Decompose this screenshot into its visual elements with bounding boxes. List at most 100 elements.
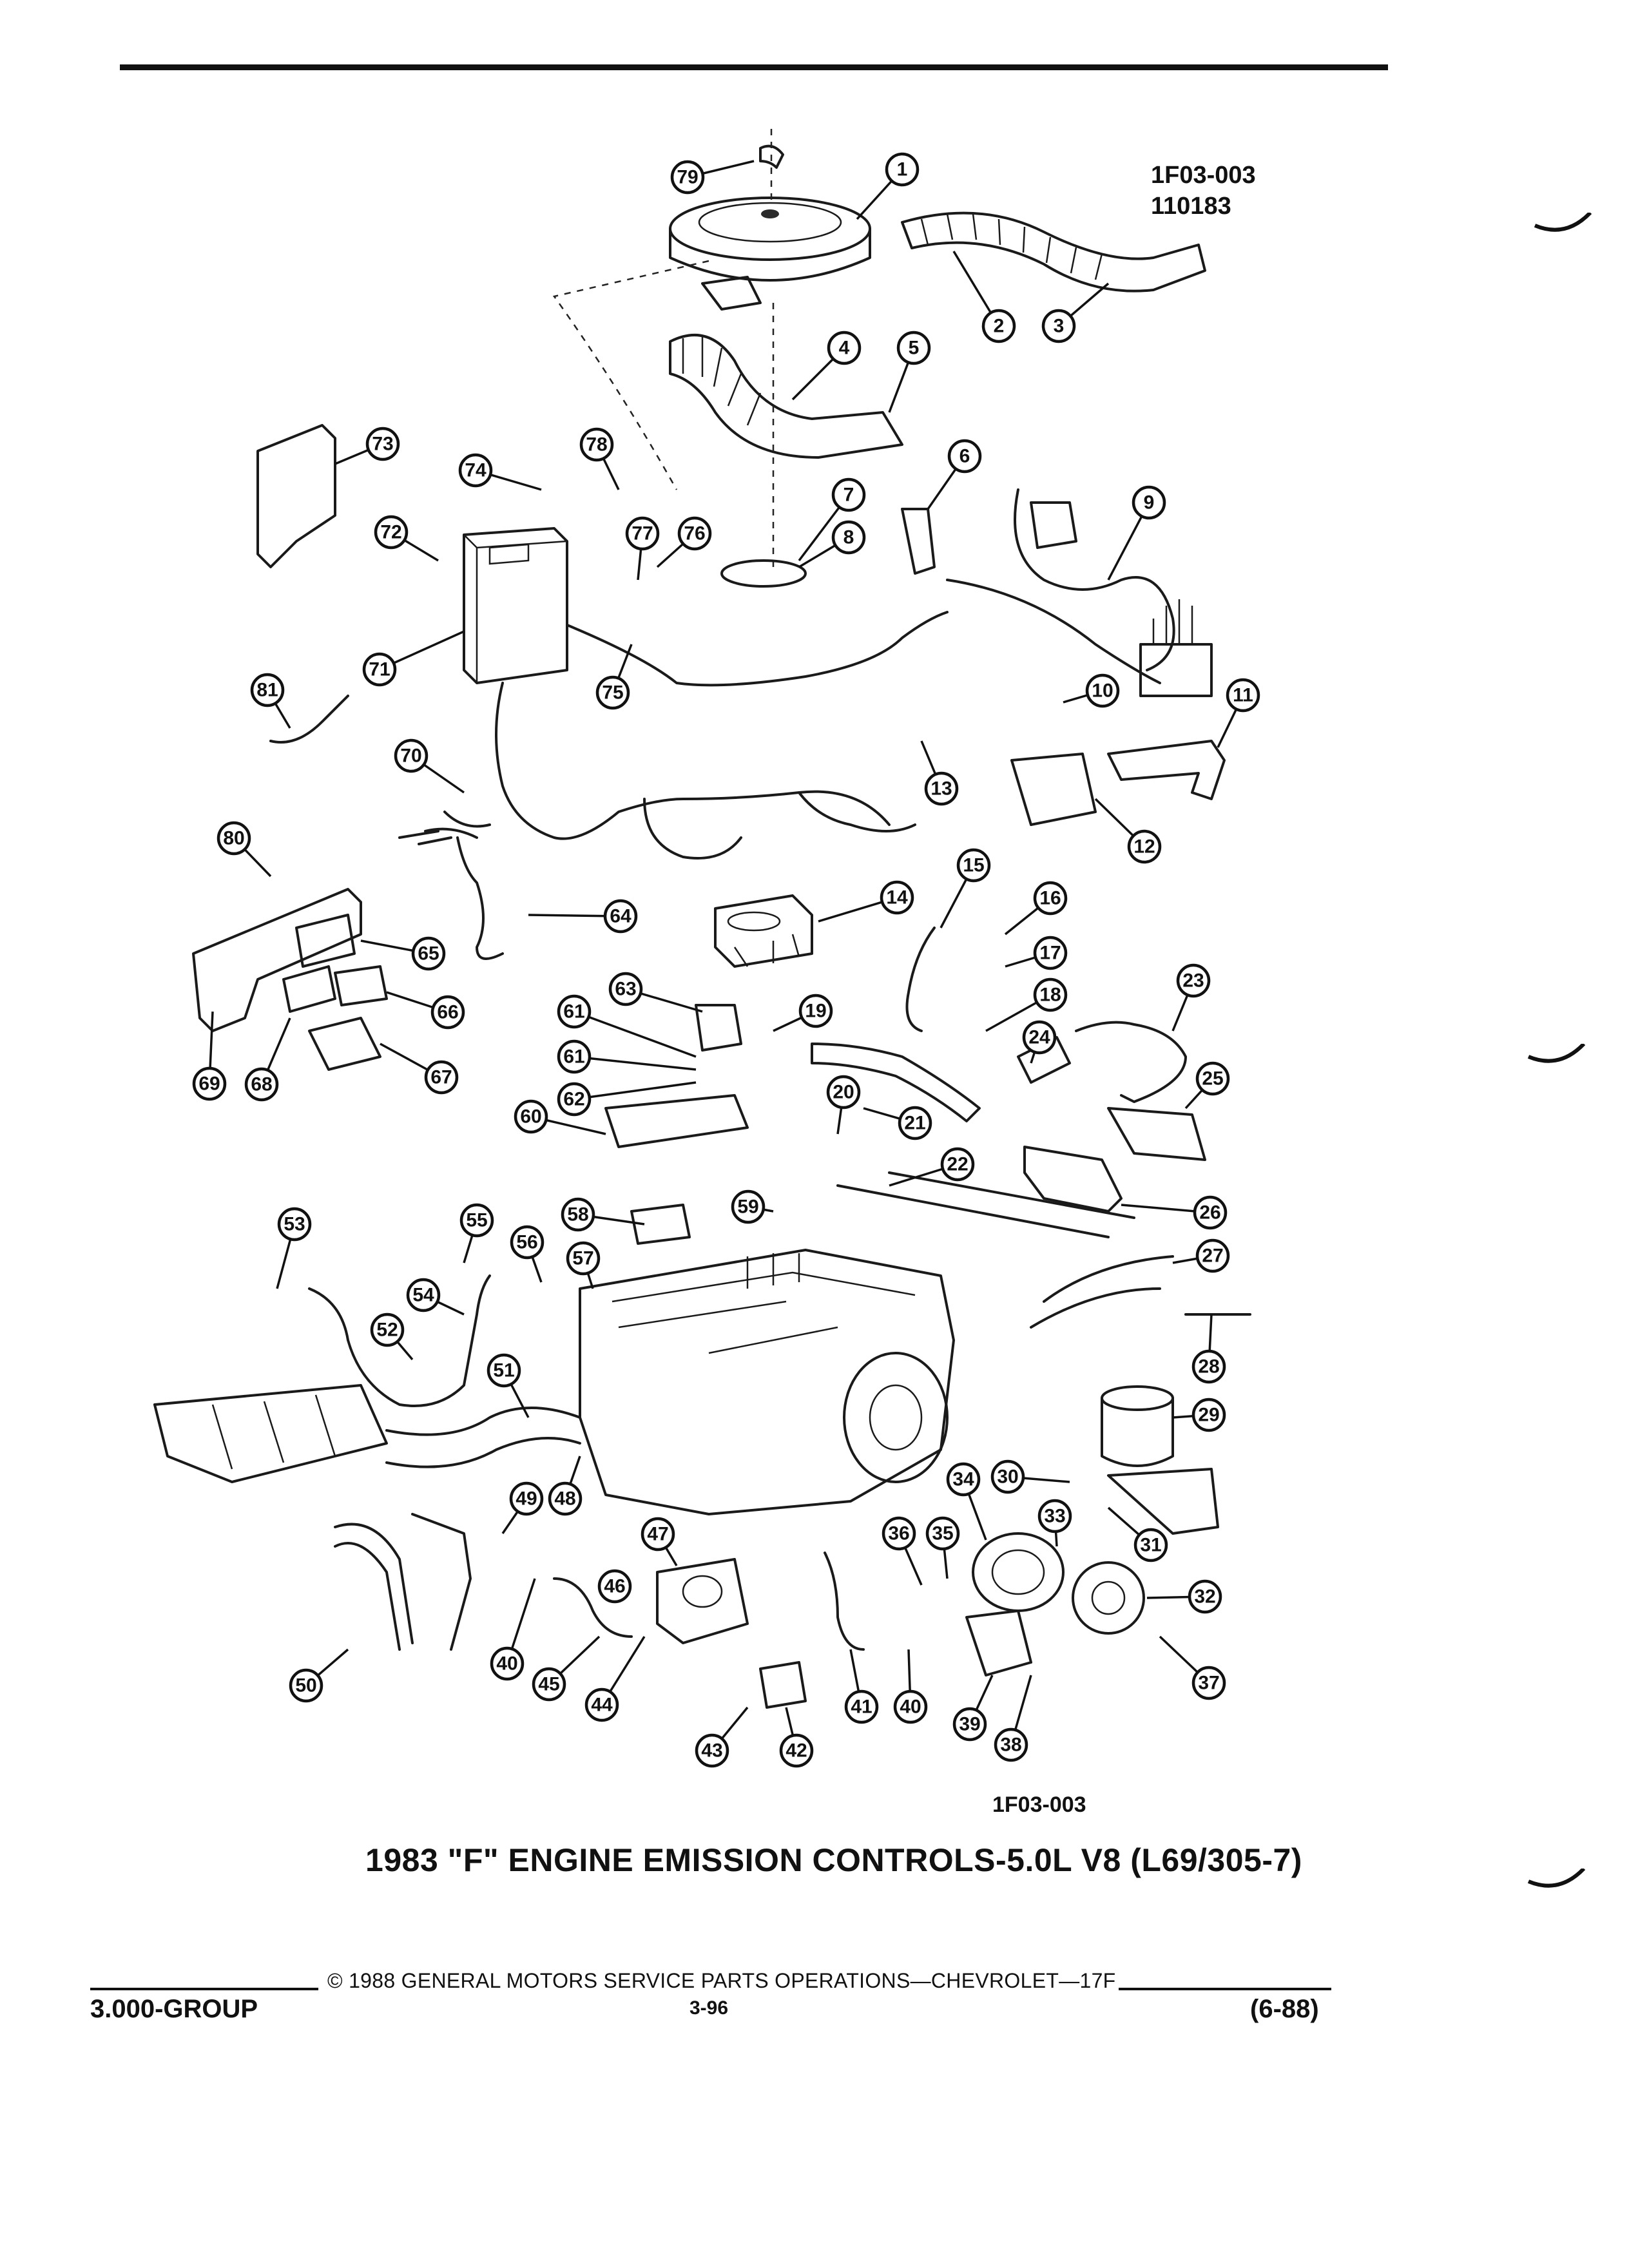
- callout-number: 29: [1198, 1405, 1219, 1426]
- callout-number: 12: [1133, 836, 1155, 858]
- callout-number: 15: [963, 855, 984, 876]
- callout-56: 56: [510, 1225, 545, 1283]
- callout-number: 78: [586, 434, 607, 456]
- callout-circle: [1033, 977, 1068, 1012]
- callout-number: 80: [223, 828, 244, 849]
- top-rule: [120, 64, 1388, 70]
- callout-8: 8: [798, 520, 866, 568]
- callout-number: 41: [851, 1696, 872, 1718]
- callout-62: 62: [557, 1081, 697, 1117]
- callout-25: 25: [1184, 1061, 1230, 1110]
- callout-17: 17: [1005, 936, 1068, 970]
- callout-number: 3: [1054, 316, 1065, 337]
- callout-circle: [925, 1516, 960, 1551]
- callout-circle: [898, 1106, 932, 1140]
- callout-circle: [548, 1481, 583, 1516]
- exploded-parts-diagram: 1234567891011121314151617181920212223242…: [153, 129, 1260, 1768]
- callout-circle: [677, 516, 712, 551]
- callout-number: 40: [900, 1696, 921, 1718]
- callout-number: 51: [493, 1360, 514, 1381]
- callout-circle: [1033, 881, 1068, 916]
- callout-71: 71: [362, 630, 465, 687]
- callout-number: 19: [805, 1001, 826, 1022]
- callout-number: 43: [701, 1740, 722, 1762]
- callout-number: 52: [376, 1320, 398, 1341]
- callout-circle: [885, 152, 920, 187]
- callout-circle: [1226, 678, 1260, 713]
- callout-40: 40: [490, 1578, 536, 1681]
- callout-leader: [574, 1081, 697, 1100]
- callout-45: 45: [532, 1635, 601, 1702]
- callout-number: 71: [369, 659, 390, 680]
- callout-circle: [514, 1099, 548, 1134]
- callout-65: 65: [360, 936, 446, 971]
- callout-circle: [424, 1060, 459, 1095]
- upper-wiring-harness: [946, 488, 1213, 697]
- callout-circle: [695, 1733, 729, 1768]
- callout-circle: [365, 427, 400, 461]
- callout-circle: [289, 1668, 323, 1703]
- callout-28: 28: [1191, 1314, 1226, 1384]
- callout-number: 25: [1202, 1068, 1223, 1090]
- callout-73: 73: [334, 427, 400, 465]
- callout-circle: [217, 821, 251, 856]
- callout-number: 79: [677, 167, 698, 188]
- callout-48: 48: [548, 1456, 583, 1516]
- callout-81: 81: [250, 673, 291, 729]
- callout-circle: [579, 427, 614, 462]
- callout-circle: [1085, 673, 1120, 708]
- callout-circle: [946, 1462, 981, 1497]
- diagram-code: 1F03-003: [1151, 162, 1256, 189]
- vacuum-hose: [901, 508, 936, 575]
- callout-circle: [603, 899, 638, 934]
- pump-hose: [824, 1552, 865, 1651]
- callout-number: 49: [516, 1488, 537, 1510]
- egr-tube: [604, 1094, 749, 1148]
- callout-number: 20: [833, 1082, 854, 1103]
- callout-number: 75: [602, 682, 623, 704]
- callout-circle: [826, 1075, 861, 1110]
- callout-58: 58: [561, 1197, 645, 1232]
- callout-80: 80: [217, 821, 272, 878]
- callout-circle: [1191, 1398, 1226, 1432]
- callout-circle: [557, 994, 592, 1029]
- callout-circle: [1033, 936, 1068, 970]
- heat-shield: [1107, 1107, 1206, 1161]
- callout-number: 65: [418, 943, 439, 965]
- callout-number: 22: [947, 1154, 968, 1175]
- callout-circle: [459, 1203, 494, 1238]
- callout-number: 69: [198, 1073, 220, 1095]
- callout-number: 57: [572, 1248, 593, 1269]
- pump-bracket: [965, 1610, 1032, 1677]
- callout-circle: [1176, 963, 1211, 998]
- air-pump: [972, 1532, 1145, 1635]
- callout-number: 34: [952, 1469, 974, 1490]
- callout-number: 45: [538, 1674, 559, 1695]
- relay-cover: [1010, 753, 1097, 826]
- callout-40: 40: [893, 1649, 928, 1724]
- callout-32: 32: [1146, 1579, 1222, 1614]
- diagram-code-block: 1F03-003 110183: [1151, 160, 1256, 222]
- callout-number: 36: [888, 1523, 909, 1544]
- callout-30: 30: [990, 1459, 1070, 1494]
- air-cleaner-assembly: [669, 129, 871, 311]
- carburetor: [714, 894, 813, 968]
- callout-number: 18: [1039, 985, 1061, 1006]
- callout-36: 36: [882, 1516, 923, 1586]
- callout-circle: [370, 1312, 405, 1347]
- callout-number: 40: [496, 1653, 517, 1675]
- callout-6: 6: [927, 439, 982, 510]
- callout-circle: [458, 453, 493, 488]
- callout-4: 4: [791, 331, 862, 401]
- callout-number: 63: [615, 979, 636, 1000]
- callout-number: 56: [516, 1232, 537, 1253]
- callout-2: 2: [952, 251, 1016, 343]
- callout-circle: [1132, 485, 1166, 520]
- callout-72: 72: [374, 515, 439, 562]
- callout-number: 42: [786, 1740, 807, 1762]
- callout-47: 47: [641, 1517, 678, 1566]
- callout-9: 9: [1107, 485, 1166, 581]
- callout-circle: [192, 1066, 227, 1101]
- callout-circle: [1037, 1499, 1072, 1533]
